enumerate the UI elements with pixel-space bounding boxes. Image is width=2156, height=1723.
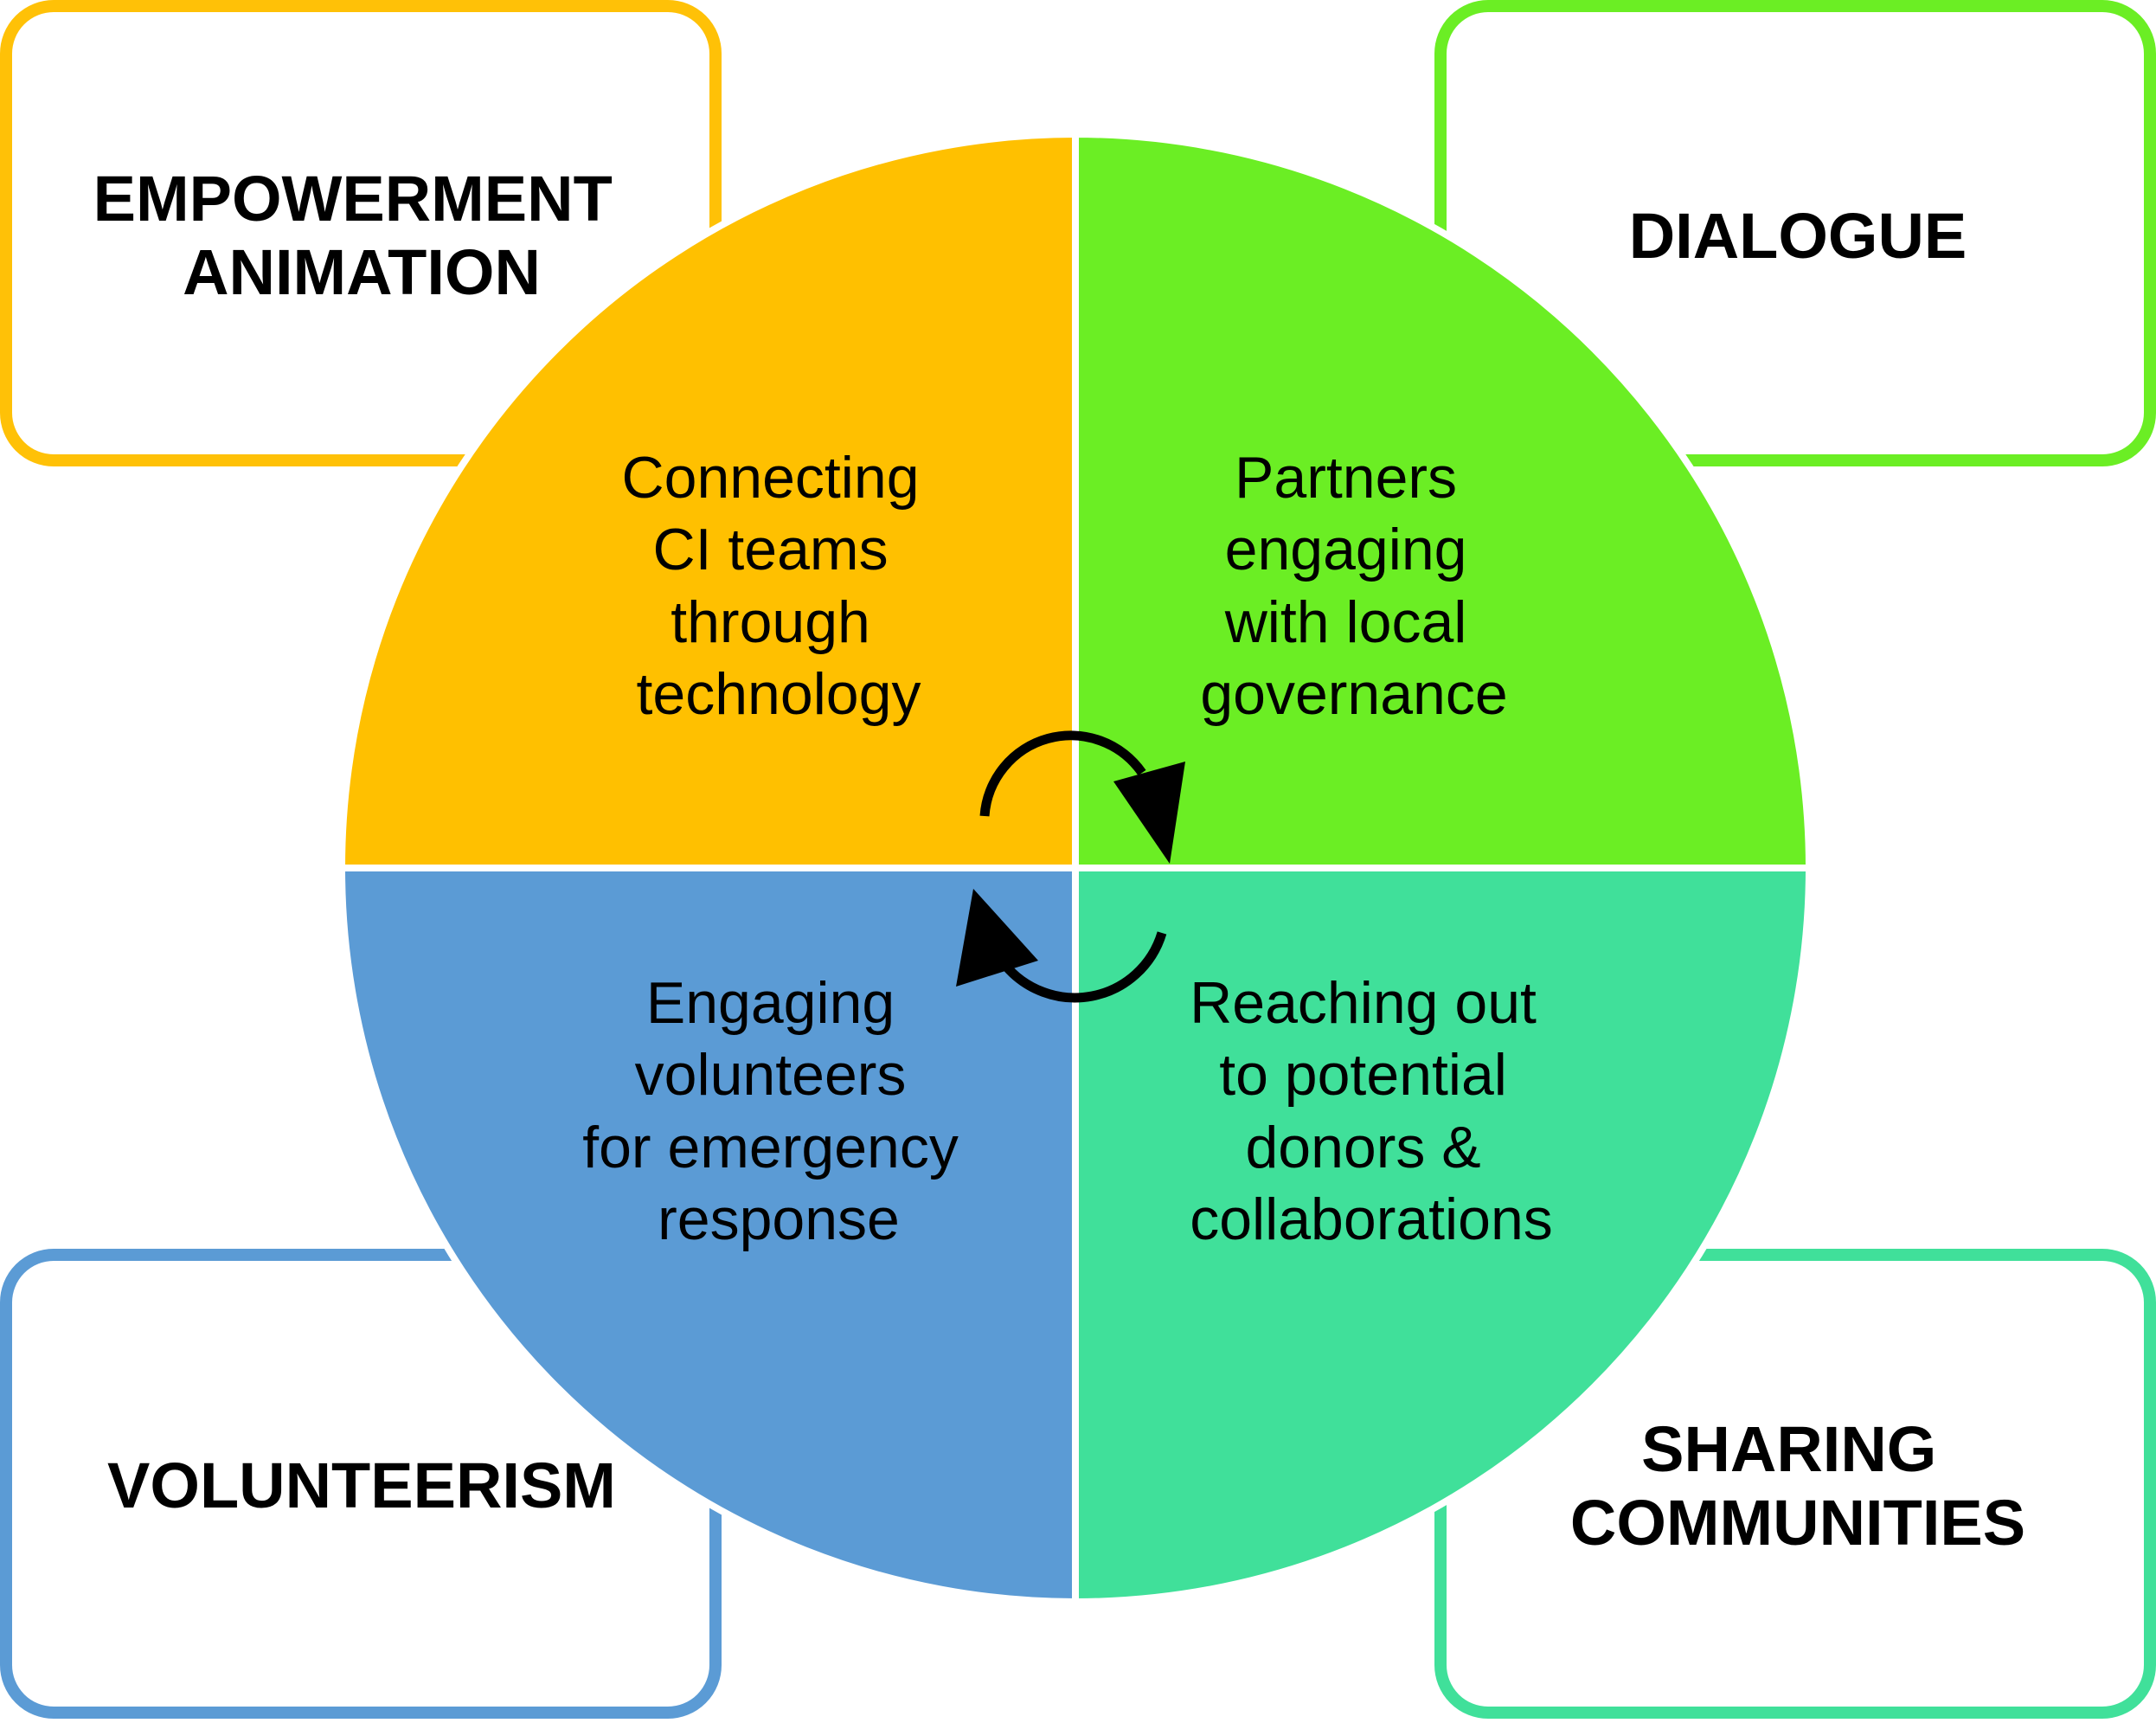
cycle-arrow-upper-arc: [979, 730, 1146, 817]
quadrant-top-right: [1072, 130, 1813, 871]
box-label-empowerment-animation: EMPOWERMENT ANIMATION: [93, 163, 631, 308]
cycle-arrow-lower-arc: [999, 931, 1167, 1003]
box-label-dialogue: DIALOGUE: [1629, 200, 1967, 272]
quadrant-label-bottom-left: Engaging volunteers for emergency respon…: [582, 970, 975, 1252]
quadrant-top-left: [337, 130, 1079, 871]
box-label-volunteerism: VOLUNTEERISM: [107, 1450, 616, 1521]
cycle-arrow-lower-head: [956, 889, 1038, 987]
cycle-arrow-upper-head: [1113, 762, 1185, 864]
quadrant-bottom-right: [1072, 865, 1813, 1606]
box-label-sharing-communities: SHARING COMMUNITIES: [1570, 1413, 2025, 1559]
quadrant-label-top-right: Partners engaging with local governance: [1200, 445, 1507, 727]
cycle-arrows: [956, 730, 1185, 1003]
quadrant-label-bottom-right: Reaching out to potential donors & colla…: [1190, 970, 1553, 1252]
quadrant-bottom-left: [337, 865, 1079, 1606]
quadrant-label-top-left: Connecting CI teams through technology: [622, 445, 936, 727]
